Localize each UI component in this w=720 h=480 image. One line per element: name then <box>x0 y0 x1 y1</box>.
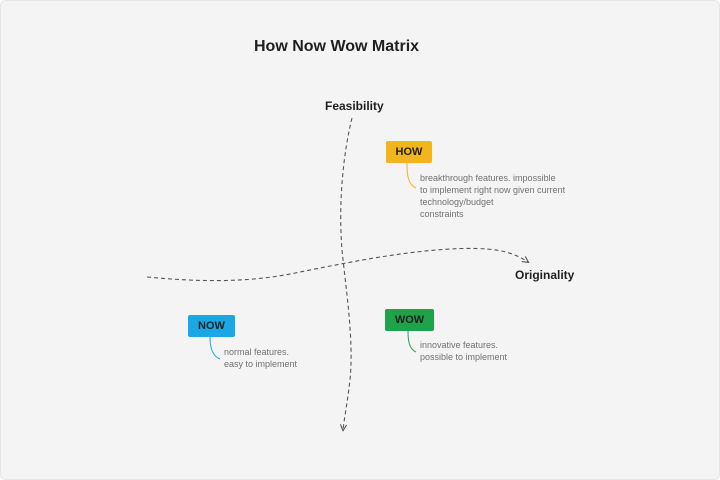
originality-label: Originality <box>515 268 575 282</box>
how-description-line: constraints <box>420 209 464 219</box>
now-description: normal features. easy to implement <box>224 346 297 370</box>
now-connector <box>209 336 221 360</box>
wow-description-line: possible to implement <box>420 352 508 362</box>
how-tag: HOW <box>386 141 432 163</box>
feasibility-axis <box>341 117 353 430</box>
wow-description-line: innovative features. <box>420 340 499 350</box>
how-description-line: to implement right now given current <box>420 185 566 195</box>
how-description-line: breakthrough features. impossible <box>420 173 556 183</box>
how-description: breakthrough features. impossible to imp… <box>420 172 565 220</box>
originality-axis <box>146 247 528 282</box>
wow-connector <box>407 330 417 353</box>
diagram-title: How Now Wow Matrix <box>254 38 420 55</box>
how-description-line: technology/budget <box>420 197 494 207</box>
now-tag: NOW <box>188 315 235 337</box>
wow-tag: WOW <box>385 309 434 331</box>
how-connector <box>406 162 417 189</box>
now-description-line: normal features. <box>224 347 290 357</box>
now-description-line: easy to implement <box>224 359 298 369</box>
wow-description: innovative features. possible to impleme… <box>420 339 507 363</box>
feasibility-label: Feasibility <box>325 99 384 113</box>
